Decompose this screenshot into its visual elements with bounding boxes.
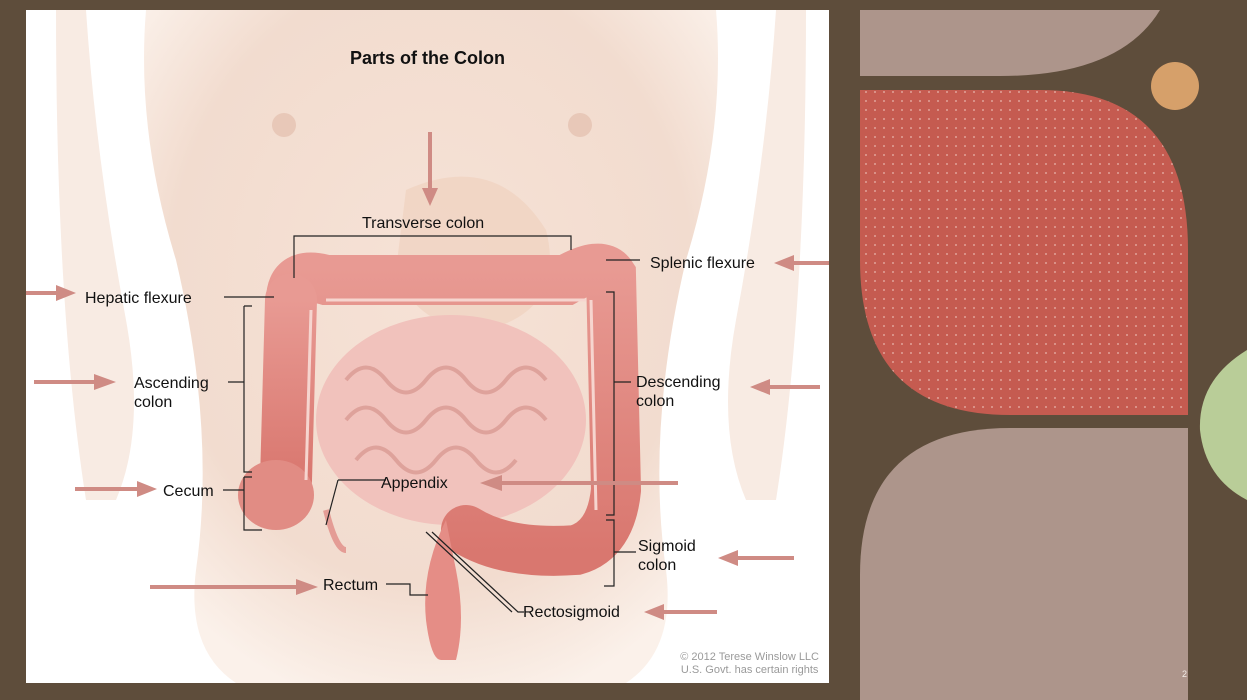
arrow-rectum <box>150 579 318 595</box>
arrow-hepatic <box>26 285 76 301</box>
arrow-cecum <box>75 481 157 497</box>
arrow-appendix <box>480 475 678 491</box>
arrow-ascending <box>34 374 116 390</box>
arrow-descending <box>750 379 820 395</box>
arrow-sigmoid <box>718 550 794 566</box>
page-number: 2 <box>1182 669 1187 679</box>
arrow-rectosigmoid <box>644 604 717 620</box>
